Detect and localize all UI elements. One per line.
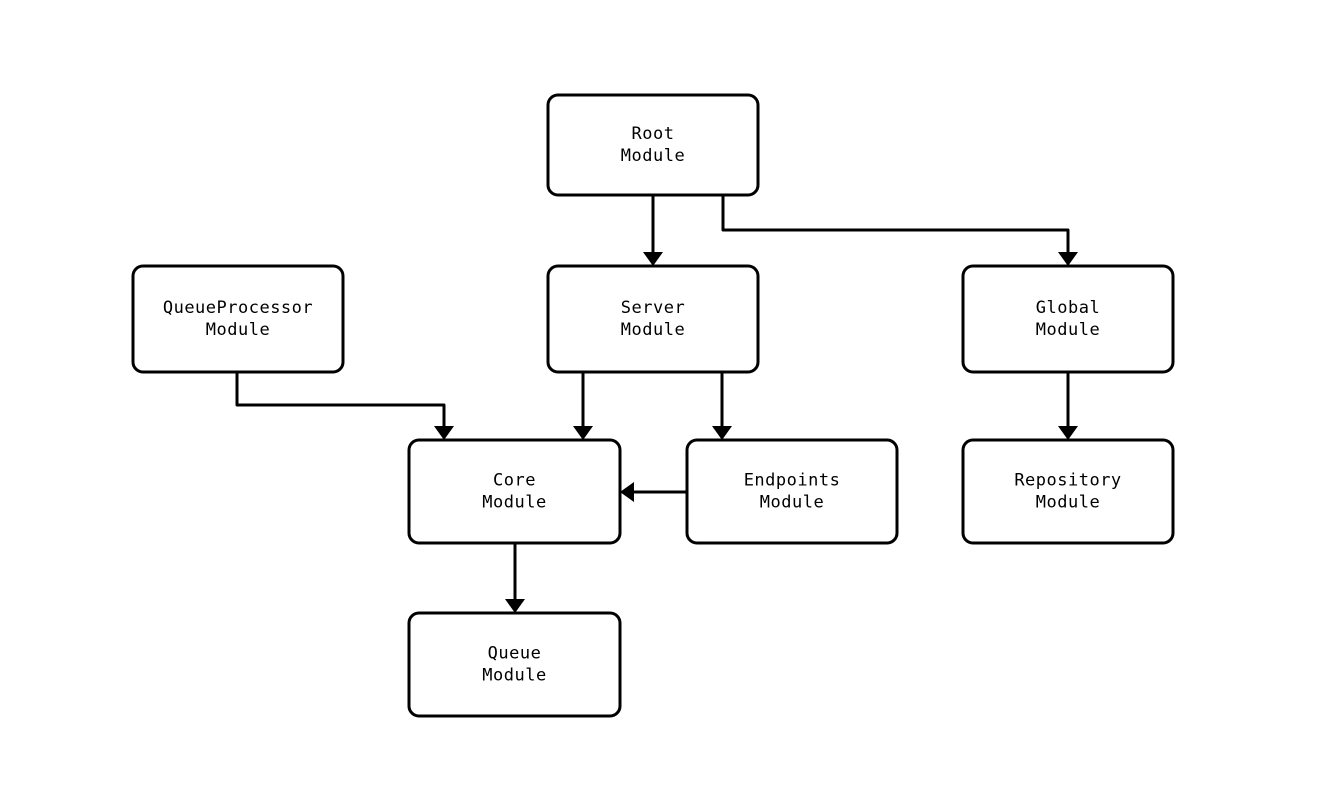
arrowhead-icon-queueprocessor-core	[434, 426, 454, 440]
node-box-core[interactable]	[407, 438, 622, 545]
node-label-queueprocessor-line2: Module	[206, 320, 270, 340]
node-box-repository[interactable]	[961, 438, 1175, 545]
arrowheads-layer	[434, 252, 1078, 613]
arrowhead-icon-endpoints-core	[620, 482, 634, 502]
arrowhead-icon-core-queue	[505, 599, 525, 613]
arrowhead-icon-server-endpoints	[712, 426, 732, 440]
node-label-core-line1: Core	[493, 471, 536, 491]
node-box-queue[interactable]	[407, 611, 622, 718]
arrowhead-icon-server-core	[573, 426, 593, 440]
arrowhead-icon-root-server	[643, 252, 663, 266]
arrowhead-icon-root-global	[1058, 252, 1078, 266]
node-box-global[interactable]	[961, 264, 1175, 374]
edge-queueprocessor-to-core	[235, 372, 446, 428]
node-box-queueprocessor[interactable]	[131, 264, 345, 374]
node-label-queueprocessor-line1: QueueProcessor	[163, 298, 313, 318]
node-label-core-line2: Module	[482, 493, 546, 513]
edges-layer	[235, 195, 1070, 601]
node-label-global-line2: Module	[1036, 320, 1100, 340]
node-label-endpoints-line2: Module	[760, 493, 824, 513]
node-label-server-line2: Module	[621, 320, 685, 340]
node-label-repository-line1: Repository	[1014, 471, 1121, 491]
node-label-endpoints-line1: Endpoints	[744, 471, 841, 491]
node-label-global-line1: Global	[1036, 298, 1100, 318]
arrowhead-icon-global-repository	[1058, 426, 1078, 440]
node-box-server[interactable]	[546, 264, 760, 374]
node-box-root[interactable]	[546, 93, 760, 197]
node-label-repository-line2: Module	[1036, 493, 1100, 513]
edge-root-to-global	[721, 195, 1070, 254]
node-box-endpoints[interactable]	[685, 438, 899, 545]
node-label-queue-line2: Module	[482, 666, 546, 686]
node-label-queue-line1: Queue	[488, 644, 542, 664]
node-label-root-line2: Module	[621, 146, 685, 166]
nodes-layer: RootModuleQueueProcessorModuleServerModu…	[131, 93, 1175, 718]
node-label-server-line1: Server	[621, 298, 685, 318]
node-label-root-line1: Root	[632, 124, 675, 144]
